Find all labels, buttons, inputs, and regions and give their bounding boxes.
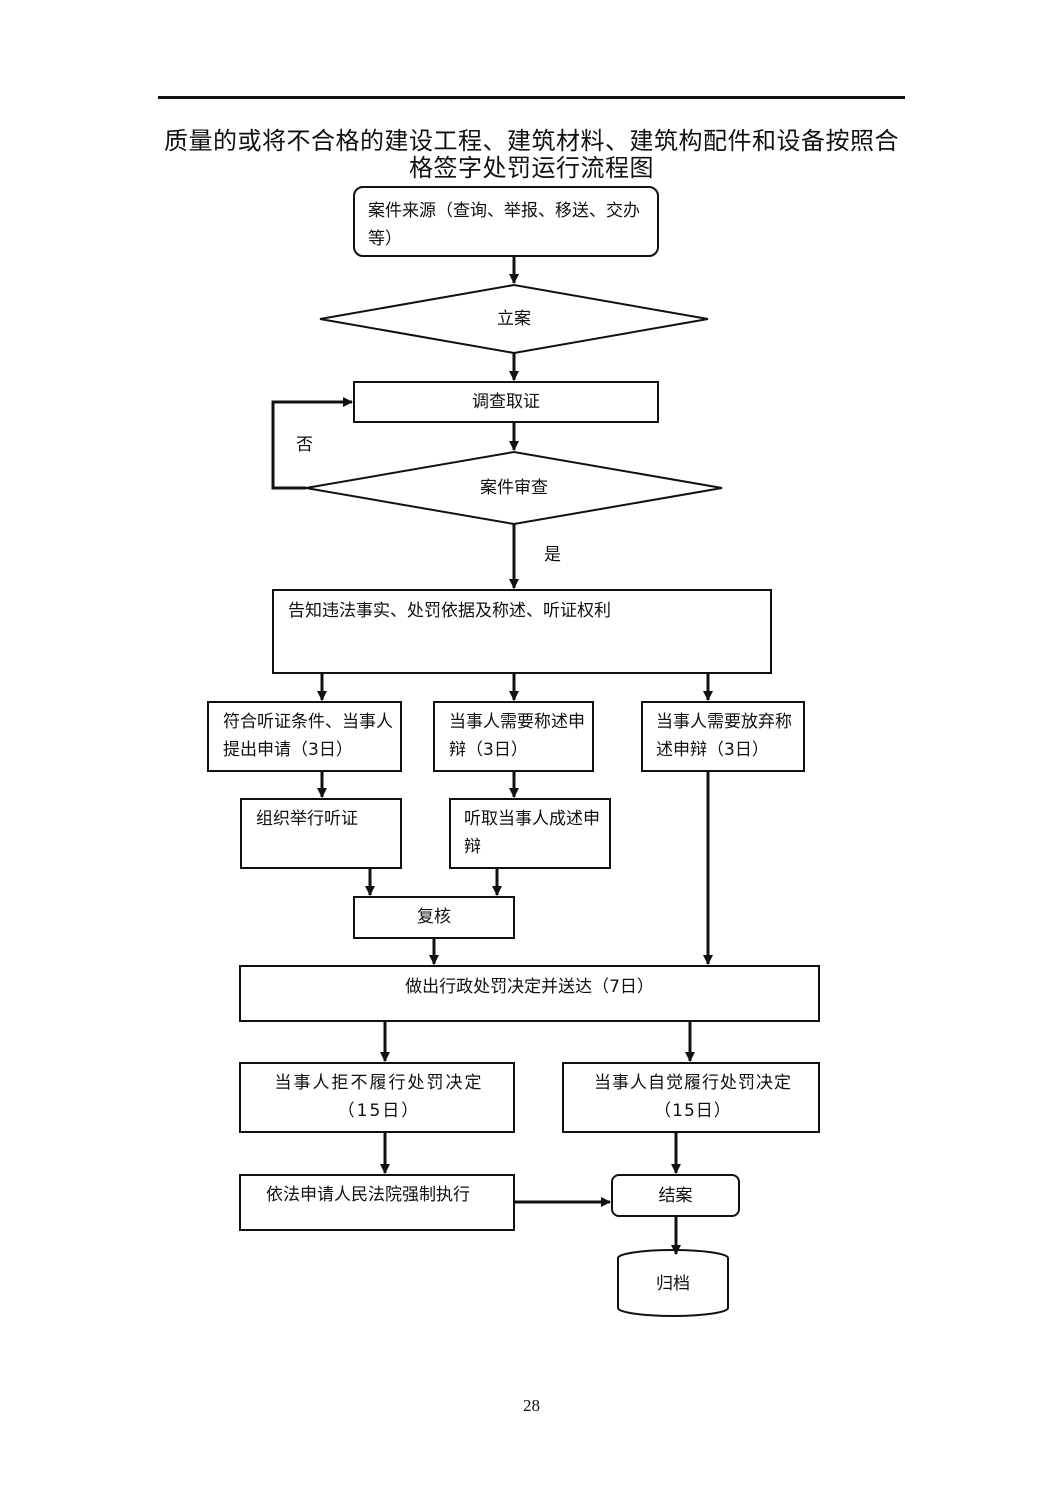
decision-label: 做出行政处罚决定并送达（7日） (405, 977, 654, 997)
court-label: 依法申请人民法院强制执行 (266, 1185, 470, 1205)
comply-label: 当事人自觉履行处罚决定（15日） (594, 1073, 792, 1121)
file-case-diamond (319, 283, 709, 355)
source-label: 案件来源（查询、举报、移送、交办等） (368, 201, 640, 249)
court-box (239, 1174, 515, 1231)
hold-hearing-label: 组织举行听证 (256, 809, 358, 829)
hear-defense-label: 听取当事人成述申辩 (464, 809, 600, 857)
decision-box (239, 965, 820, 1022)
hold-hearing-box (240, 798, 402, 869)
hearing-apply-box (207, 701, 402, 772)
close-label: 结案 (658, 1186, 693, 1206)
hearing-apply-label: 符合听证条件、当事人提出申请（3日） (223, 712, 393, 760)
review-label: 案件审查 (480, 478, 548, 498)
waive-defense-box (641, 701, 805, 772)
need-defense-box (433, 701, 594, 772)
investigate-label: 调查取证 (472, 392, 540, 412)
refuse-box (239, 1062, 515, 1133)
archive-label: 归档 (656, 1274, 690, 1294)
review-diamond (305, 450, 723, 526)
source-box (353, 186, 659, 257)
file-case-label: 立案 (497, 309, 531, 329)
investigate-box (353, 381, 659, 423)
notify-box (272, 589, 772, 674)
waive-defense-label: 当事人需要放弃称述申辩（3日） (656, 712, 792, 760)
need-defense-label: 当事人需要称述申辩（3日） (449, 712, 585, 760)
hear-defense-box (449, 798, 611, 869)
title-line-1: 质量的或将不合格的建设工程、建筑材料、建筑构配件和设备按照合 (164, 127, 899, 155)
page-title: 质量的或将不合格的建设工程、建筑材料、建筑构配件和设备按照合 格签字处罚运行流程… (150, 128, 913, 182)
recheck-label: 复核 (417, 907, 451, 927)
recheck-box (353, 896, 515, 939)
yes-label: 是 (544, 545, 561, 565)
no-label: 否 (296, 435, 313, 455)
refuse-label: 当事人拒不履行处罚决定（15日） (274, 1073, 484, 1121)
archive-cylinder (617, 1249, 729, 1317)
notify-label: 告知违法事实、处罚依据及称述、听证权利 (288, 601, 611, 621)
arrow-review-no-loop (271, 397, 353, 490)
comply-box (562, 1062, 820, 1133)
header-rule (158, 96, 905, 99)
page-number: 28 (523, 1396, 540, 1415)
title-line-2: 格签字处罚运行流程图 (409, 154, 654, 182)
